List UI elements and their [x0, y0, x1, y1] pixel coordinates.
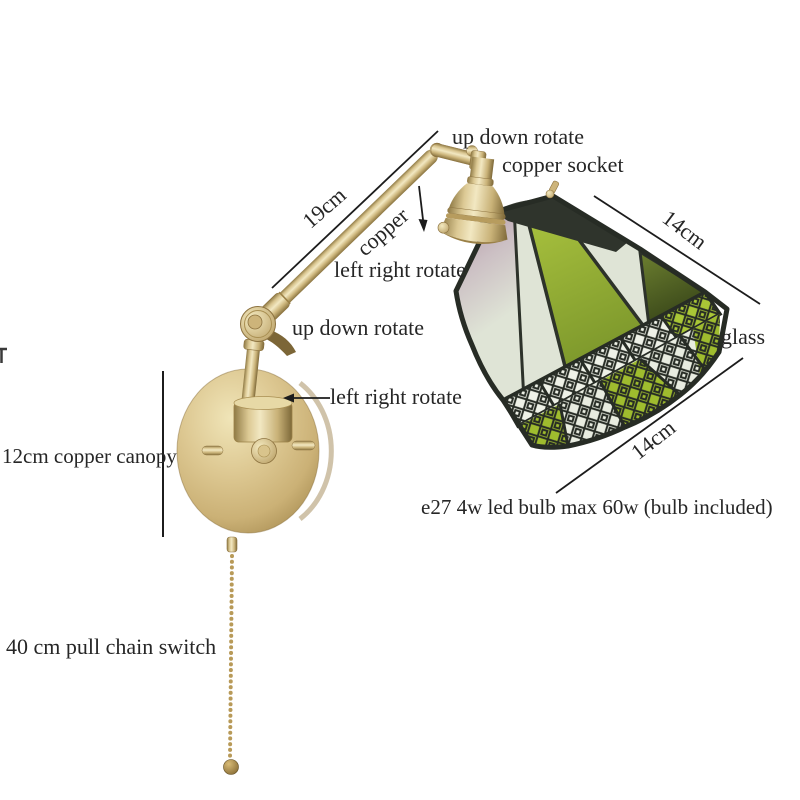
crop-artifact — [0, 347, 7, 363]
chain-ball — [223, 759, 239, 775]
label-up-down-rotate-mid: up down rotate — [292, 315, 424, 340]
annotation-lines — [162, 130, 761, 537]
pull-chain — [223, 536, 239, 775]
arrowhead-left — [283, 393, 294, 403]
socket-knob — [437, 221, 450, 234]
joint-lever — [264, 330, 296, 356]
dimension-line-14cm-bottom — [555, 357, 744, 494]
dimension-line-14cm-top — [593, 195, 761, 305]
label-up-down-rotate-top: up down rotate — [452, 124, 584, 149]
canopy-screw-right — [291, 440, 316, 451]
shade-bottom-rim — [518, 314, 720, 448]
label-left-right-rotate-upper: left right rotate — [334, 257, 466, 282]
arm-stem — [240, 338, 265, 409]
elbow-joint — [240, 306, 296, 356]
canopy-screw-left — [201, 445, 224, 456]
dimension-line-19cm — [271, 130, 439, 289]
label-left-right-rotate-lower: left right rotate — [330, 384, 462, 409]
label-bulb-note: e27 4w led bulb max 60w (bulb included) — [421, 495, 773, 519]
label-glass: glass — [721, 324, 765, 349]
fitter-screw — [545, 180, 560, 199]
label-pull-chain: 40 cm pull chain switch — [6, 634, 217, 659]
mounting-bracket — [201, 396, 316, 464]
arrowhead-down — [418, 219, 428, 232]
label-12cm-copper-canopy: 12cm copper canopy — [2, 444, 177, 468]
lamp-socket — [437, 156, 508, 244]
label-copper-socket: copper socket — [502, 152, 624, 177]
stained-glass-shade — [453, 180, 730, 450]
